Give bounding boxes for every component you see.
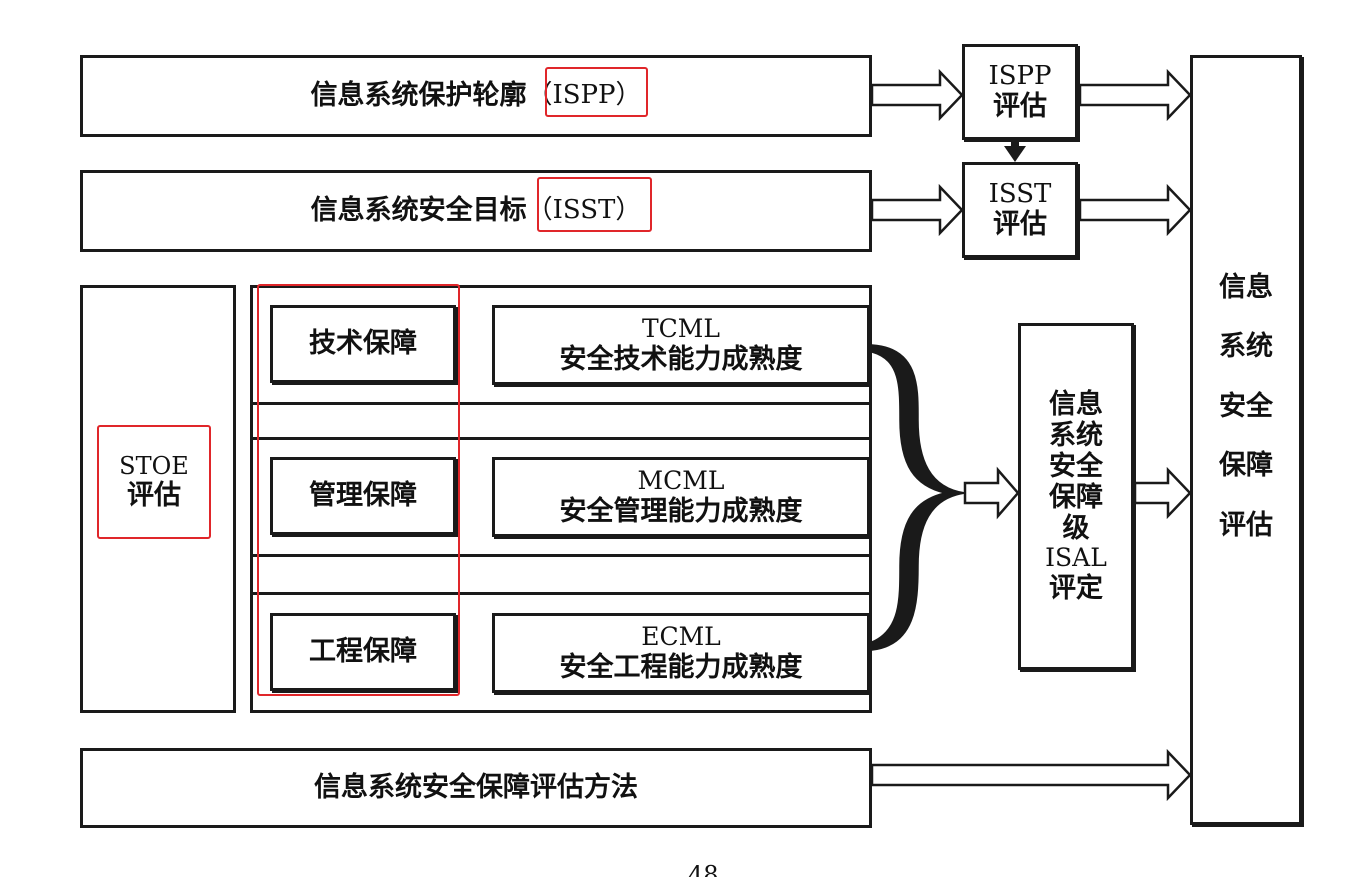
tcml-box: TCML 安全技术能力成熟度	[492, 305, 870, 385]
mgmt-assurance-label: 管理保障	[309, 480, 417, 512]
ecml-name: 安全工程能力成熟度	[559, 651, 803, 683]
final-line-2: 系统	[1219, 331, 1273, 363]
mcml-name: 安全管理能力成熟度	[559, 495, 803, 527]
isst-assess-bottom: 评估	[993, 209, 1047, 241]
assurance-highlight	[257, 284, 460, 696]
final-assessment-box: 信息 系统 安全 保障 评估	[1190, 55, 1302, 825]
arrow-ispp-assess-to-isst-assess	[1004, 138, 1026, 162]
tech-assurance-box: 技术保障	[270, 305, 456, 383]
arrow-isst-to-assess	[870, 183, 964, 237]
tech-assurance-label: 技术保障	[309, 328, 417, 360]
isst-highlight	[537, 177, 652, 232]
isal-line-5: 级	[1062, 513, 1090, 545]
final-line-1: 信息	[1219, 272, 1273, 303]
page-number: 48	[688, 861, 719, 877]
isst-assess-top: ISST	[988, 178, 1052, 209]
arrow-ispp-assess-to-final	[1078, 68, 1192, 122]
tcml-name: 安全技术能力成熟度	[559, 343, 803, 375]
isst-row: 信息系统安全目标 （ISST）	[80, 170, 872, 252]
final-line-4: 保障	[1219, 450, 1273, 482]
stoe-highlight: STOE 评估	[97, 425, 211, 539]
final-line-5: 评估	[1219, 509, 1273, 541]
eng-assurance-box: 工程保障	[270, 613, 456, 691]
ispp-assess-top: ISPP	[988, 60, 1052, 91]
arrow-brace-to-isal	[963, 466, 1020, 520]
isst-assess-box: ISST 评估	[962, 162, 1078, 258]
mcml-code: MCML	[637, 466, 725, 496]
isal-line-7: 评定	[1049, 572, 1103, 604]
final-line-3: 安全	[1219, 390, 1273, 422]
isal-line-1: 信息	[1049, 388, 1103, 420]
ispp-label: 信息系统保护轮廓	[310, 80, 527, 112]
mcml-box: MCML 安全管理能力成熟度	[492, 457, 870, 537]
method-label: 信息系统安全保障评估方法	[314, 772, 638, 804]
isst-label: 信息系统安全目标	[310, 195, 527, 227]
arrow-method-to-final	[870, 748, 1192, 802]
isal-box: 信息 系统 安全 保障 级 ISAL 评定	[1018, 323, 1134, 670]
isal-line-4: 保障	[1049, 482, 1103, 514]
stoe-top: STOE	[119, 451, 189, 480]
ispp-assess-bottom: 评估	[993, 91, 1047, 123]
tcml-code: TCML	[641, 314, 720, 344]
ispp-assess-box: ISPP 评估	[962, 44, 1078, 140]
ispp-row: 信息系统保护轮廓 （ISPP）	[80, 55, 872, 137]
stoe-bottom: 评估	[127, 480, 181, 512]
ecml-box: ECML 安全工程能力成熟度	[492, 613, 870, 693]
eng-assurance-label: 工程保障	[309, 636, 417, 668]
arrow-isal-to-final	[1133, 466, 1192, 520]
isst-abbr: （ISST）	[526, 195, 642, 226]
ispp-highlight	[545, 67, 648, 117]
isal-line-3: 安全	[1049, 451, 1103, 483]
isal-line-6: ISAL	[1045, 543, 1107, 573]
ecml-code: ECML	[641, 622, 721, 652]
method-row: 信息系统安全保障评估方法	[80, 748, 872, 828]
curly-brace	[871, 344, 966, 651]
isal-line-2: 系统	[1049, 420, 1103, 452]
arrow-ispp-to-assess	[870, 68, 964, 122]
mgmt-assurance-box: 管理保障	[270, 457, 456, 535]
arrow-isst-assess-to-final	[1078, 183, 1192, 237]
